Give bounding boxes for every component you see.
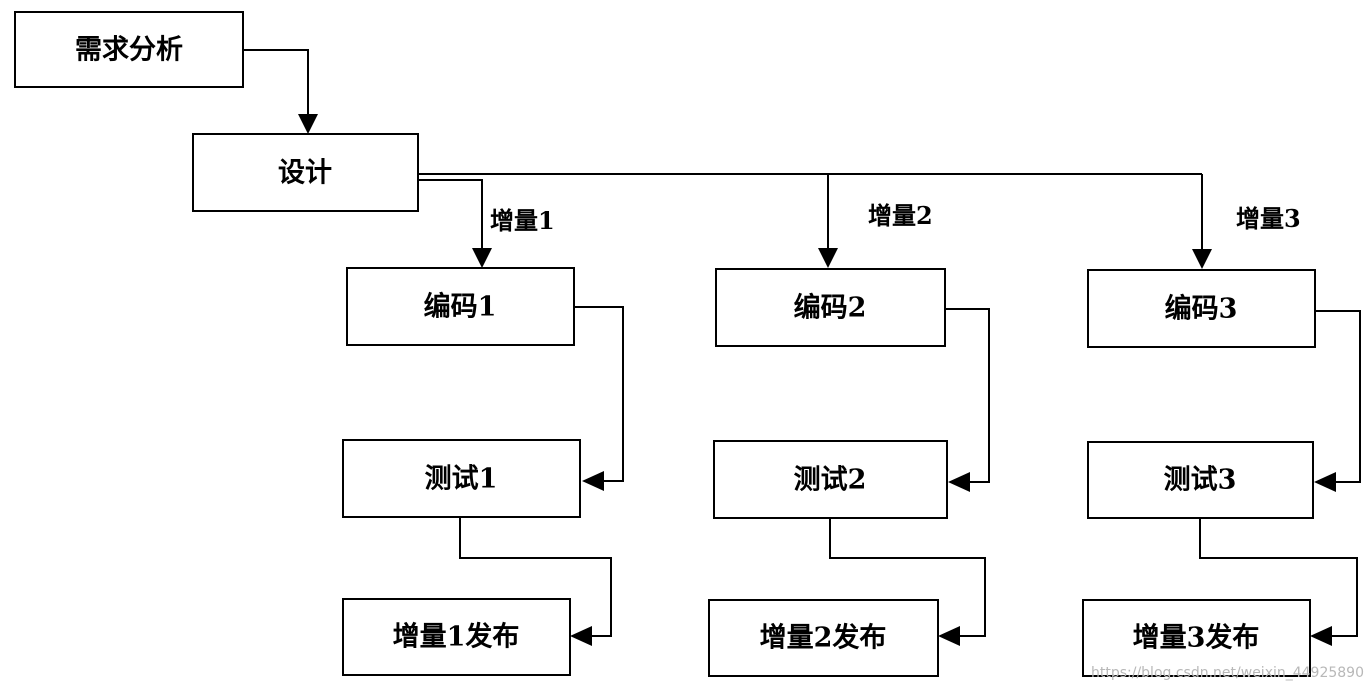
node-test-3-label: 测试3 <box>1164 465 1237 496</box>
node-code-1: 编码1 <box>346 267 575 346</box>
edge-design-to-code1 <box>418 179 483 259</box>
arrowhead-code1 <box>472 248 492 268</box>
node-release-3-label: 增量3发布 <box>1133 622 1260 654</box>
node-req-analysis: 需求分析 <box>14 11 244 88</box>
node-test-2: 测试2 <box>713 440 948 519</box>
edge-code1-to-test1 <box>574 306 624 482</box>
arrowhead-test3 <box>1314 472 1336 492</box>
edge-test1-to-release1 <box>459 517 612 637</box>
node-test-2-label: 测试2 <box>794 465 867 496</box>
increment-label-1: 增量1 <box>490 206 555 235</box>
increment-label-2: 增量2 <box>868 201 933 230</box>
edge-req-to-design <box>243 49 309 125</box>
node-design-label: 设计 <box>278 158 332 189</box>
node-release-2: 增量2发布 <box>708 599 939 677</box>
edge-code3-to-test3 <box>1315 310 1361 483</box>
arrowhead-release2 <box>938 626 960 646</box>
node-design: 设计 <box>192 133 419 212</box>
node-test-3: 测试3 <box>1087 441 1314 519</box>
arrowhead-design <box>298 114 318 134</box>
node-req-analysis-label: 需求分析 <box>75 35 183 66</box>
arrowhead-test1 <box>582 471 604 491</box>
node-release-1-label: 增量1发布 <box>393 621 520 653</box>
node-code-2: 编码2 <box>715 268 946 347</box>
edge-test2-to-release2 <box>829 518 986 637</box>
node-test-1-label: 测试1 <box>425 464 498 495</box>
node-code-1-label: 编码1 <box>424 291 497 323</box>
arrowhead-code3 <box>1192 249 1212 269</box>
node-test-1: 测试1 <box>342 439 581 518</box>
arrowhead-test2 <box>948 472 970 492</box>
node-release-2-label: 增量2发布 <box>760 622 887 654</box>
node-code-2-label: 编码2 <box>794 292 867 324</box>
increment-label-3: 增量3 <box>1236 204 1301 233</box>
node-code-3: 编码3 <box>1087 269 1316 348</box>
edge-test3-to-release3 <box>1199 518 1358 637</box>
edge-code2-to-test2 <box>945 308 990 483</box>
arrowhead-release3 <box>1310 626 1332 646</box>
node-release-1: 增量1发布 <box>342 598 571 676</box>
watermark-text: https://blog.csdn.net/weixin_44925890 <box>1091 665 1364 681</box>
node-code-3-label: 编码3 <box>1165 293 1238 325</box>
arrowhead-code2 <box>818 248 838 268</box>
node-release-3: 增量3发布 <box>1082 599 1311 677</box>
arrowhead-release1 <box>570 626 592 646</box>
